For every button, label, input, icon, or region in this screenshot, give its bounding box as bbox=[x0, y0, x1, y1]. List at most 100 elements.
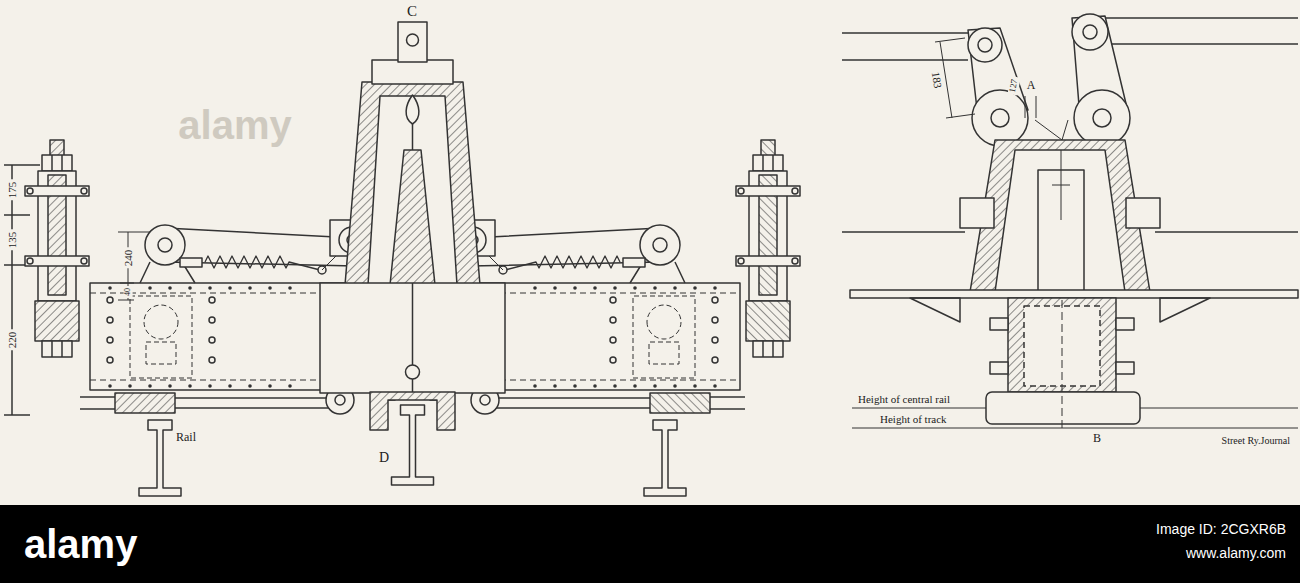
central-rail bbox=[392, 405, 434, 485]
drawing-line bbox=[960, 198, 994, 228]
drawing-line bbox=[842, 32, 975, 34]
drawing-line bbox=[158, 238, 172, 252]
drawing-line bbox=[118, 300, 134, 301]
drawing-line bbox=[693, 286, 697, 290]
drawing-line bbox=[842, 59, 968, 61]
drawing-line bbox=[108, 286, 112, 290]
drawing-line bbox=[995, 150, 1125, 292]
drawing-line bbox=[673, 384, 677, 388]
watermark-logo: alamy bbox=[24, 522, 137, 566]
callout-letter: B bbox=[1091, 432, 1103, 445]
dimension-value: 40 bbox=[124, 286, 133, 298]
drawing-line bbox=[1093, 109, 1111, 127]
drawing-line bbox=[1072, 14, 1108, 50]
drawing-line bbox=[693, 384, 697, 388]
end-view bbox=[842, 14, 1298, 430]
drawing-line bbox=[168, 286, 172, 290]
drawing-line bbox=[130, 296, 192, 378]
dimension-line bbox=[4, 165, 40, 415]
dimension-value: 175 bbox=[6, 180, 18, 201]
drawing-line bbox=[613, 286, 617, 290]
drawing-line bbox=[248, 286, 252, 290]
drawing-line bbox=[128, 384, 132, 388]
drawing-line bbox=[51, 341, 53, 357]
drawing-line bbox=[852, 408, 986, 409]
drawing-line bbox=[1116, 318, 1134, 330]
drawing-line bbox=[1062, 300, 1063, 430]
drawing-line bbox=[248, 384, 252, 388]
drawing-line bbox=[1035, 120, 1068, 140]
drawing-line bbox=[209, 297, 215, 303]
drawing-line bbox=[51, 155, 53, 171]
drawing-line bbox=[970, 140, 1150, 292]
drawing-line bbox=[107, 297, 113, 303]
drawing-line bbox=[842, 231, 965, 233]
drawing-line bbox=[175, 407, 330, 409]
drawing-line bbox=[320, 283, 505, 393]
drawing-line bbox=[406, 365, 420, 379]
watermark: alamy bbox=[178, 103, 291, 147]
drawing-line bbox=[372, 60, 453, 84]
drawing-line bbox=[613, 384, 617, 388]
drawing-line bbox=[42, 155, 72, 171]
drawing-line bbox=[713, 286, 717, 290]
watermark-url: www.alamy.com bbox=[1186, 546, 1286, 561]
drawing-line bbox=[1116, 362, 1134, 374]
drawing-line bbox=[175, 397, 330, 399]
drawing-line bbox=[1155, 231, 1298, 233]
drawing-line bbox=[935, 38, 965, 42]
drawing-line bbox=[633, 286, 637, 290]
drawing-line bbox=[910, 298, 960, 322]
drawing-line bbox=[115, 393, 175, 413]
dimension-value: 220 bbox=[6, 330, 18, 351]
drawing-line bbox=[205, 256, 320, 270]
drawing-line bbox=[208, 286, 212, 290]
reference-note: Height of track bbox=[880, 413, 947, 425]
drawing-line bbox=[188, 286, 192, 290]
drawing-line bbox=[990, 362, 1008, 374]
drawing-line bbox=[991, 109, 1009, 127]
drawing-line bbox=[148, 286, 152, 290]
watermark-id: Image ID: 2CGXR6B bbox=[1156, 522, 1286, 537]
drawing-line bbox=[25, 186, 89, 196]
callout-letter: A bbox=[1025, 79, 1038, 92]
drawing-line bbox=[1140, 408, 1298, 409]
drawing-line bbox=[27, 258, 33, 264]
dimension-value: 183 bbox=[929, 69, 944, 91]
drawing-line bbox=[398, 22, 427, 62]
drawing-line bbox=[533, 286, 537, 290]
drawing-line bbox=[850, 290, 1298, 298]
drawing-line bbox=[120, 283, 134, 284]
drawing-line bbox=[4, 14, 1298, 496]
drawing-line bbox=[335, 395, 345, 405]
drawing-line bbox=[288, 286, 292, 290]
drawing-line bbox=[573, 286, 577, 290]
drawing-line bbox=[35, 301, 79, 341]
drawing-line bbox=[25, 256, 89, 266]
drawing-line bbox=[406, 95, 419, 124]
watermark-bar bbox=[0, 505, 1300, 583]
dimension-line bbox=[118, 232, 150, 300]
drawing-line bbox=[180, 258, 202, 267]
drawing-line bbox=[553, 286, 557, 290]
reference-note: Height of central rail bbox=[858, 393, 950, 405]
drawing-line bbox=[268, 384, 272, 388]
drawing-line bbox=[4, 214, 30, 216]
central-housing bbox=[320, 22, 505, 430]
drawing-line bbox=[107, 337, 113, 343]
drawing-line bbox=[852, 428, 1298, 429]
drawing-line bbox=[713, 384, 717, 388]
drawing-line bbox=[968, 28, 1002, 62]
drawing-line bbox=[412, 124, 414, 150]
source-credit: Street Ry.Journal bbox=[1222, 435, 1290, 446]
dimension-value: 135 bbox=[6, 230, 18, 251]
drawing-line bbox=[1036, 96, 1037, 118]
dimension-value: 127 bbox=[1008, 77, 1021, 96]
drawing-line bbox=[946, 114, 975, 118]
drawing-line bbox=[533, 384, 537, 388]
drawing-line bbox=[978, 38, 992, 52]
drawing-line bbox=[345, 82, 480, 285]
drawing-line bbox=[1074, 90, 1130, 146]
